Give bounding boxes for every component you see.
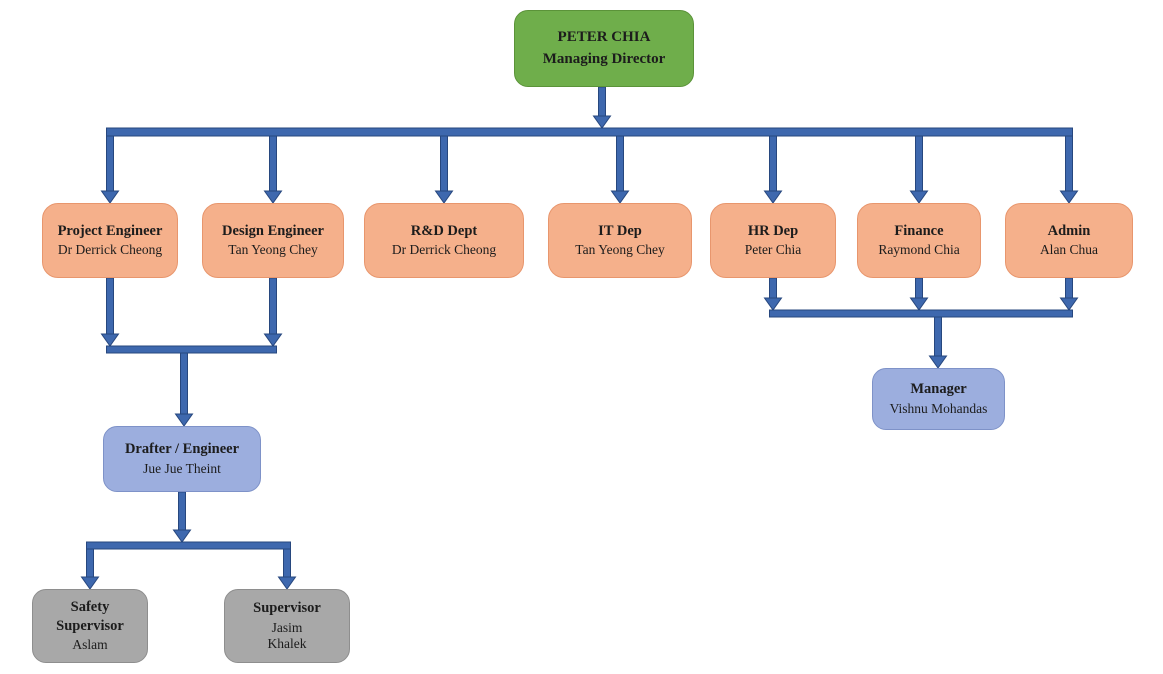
node-subtitle: Aslam [72,637,108,653]
node-subtitle: Jasim Khalek [267,619,307,652]
connector-arrows [80,86,1079,590]
node-subtitle: Peter Chia [744,242,802,258]
node-title: HR Dep [747,222,799,239]
node-subtitle: Tan Yeong Chey [228,242,318,258]
node-title: Finance [894,222,944,239]
org-node-manager: Manager Vishnu Mohandas [872,368,1005,430]
org-node-safety-supervisor: Safety Supervisor Aslam [32,589,148,663]
node-subtitle: Raymond Chia [878,242,960,258]
node-title: Admin [1047,222,1091,239]
node-title: R&D Dept [410,222,478,239]
org-node-hr-dep: HR Dep Peter Chia [710,203,836,278]
org-node-project-engineer: Project Engineer Dr Derrick Cheong [42,203,178,278]
org-node-admin: Admin Alan Chua [1005,203,1133,278]
org-node-design-engineer: Design Engineer Tan Yeong Chey [202,203,344,278]
node-title: Design Engineer [222,222,324,239]
node-subtitle: Jue Jue Theint [143,460,221,476]
node-subtitle: Tan Yeong Chey [575,242,665,258]
node-subtitle: Vishnu Mohandas [889,400,988,416]
org-node-drafter-engineer: Drafter / Engineer Jue Jue Theint [103,426,261,492]
node-subtitle: Alan Chua [1039,242,1099,258]
node-subtitle: Managing Director [542,50,666,67]
node-title: Drafter / Engineer [124,441,240,458]
node-title: PETER CHIA [557,28,651,45]
node-title: Supervisor [253,599,321,616]
node-title: Safety Supervisor [56,598,124,634]
node-title: Project Engineer [57,222,163,239]
node-subtitle: Dr Derrick Cheong [57,242,163,258]
node-title: IT Dep [598,222,642,239]
org-node-finance: Finance Raymond Chia [857,203,981,278]
org-node-managing-director: PETER CHIA Managing Director [514,10,694,87]
node-title: Manager [910,381,967,398]
org-node-supervisor: Supervisor Jasim Khalek [224,589,350,663]
org-node-rnd-dept: R&D Dept Dr Derrick Cheong [364,203,524,278]
org-node-it-dep: IT Dep Tan Yeong Chey [548,203,692,278]
node-subtitle: Dr Derrick Cheong [391,242,497,258]
